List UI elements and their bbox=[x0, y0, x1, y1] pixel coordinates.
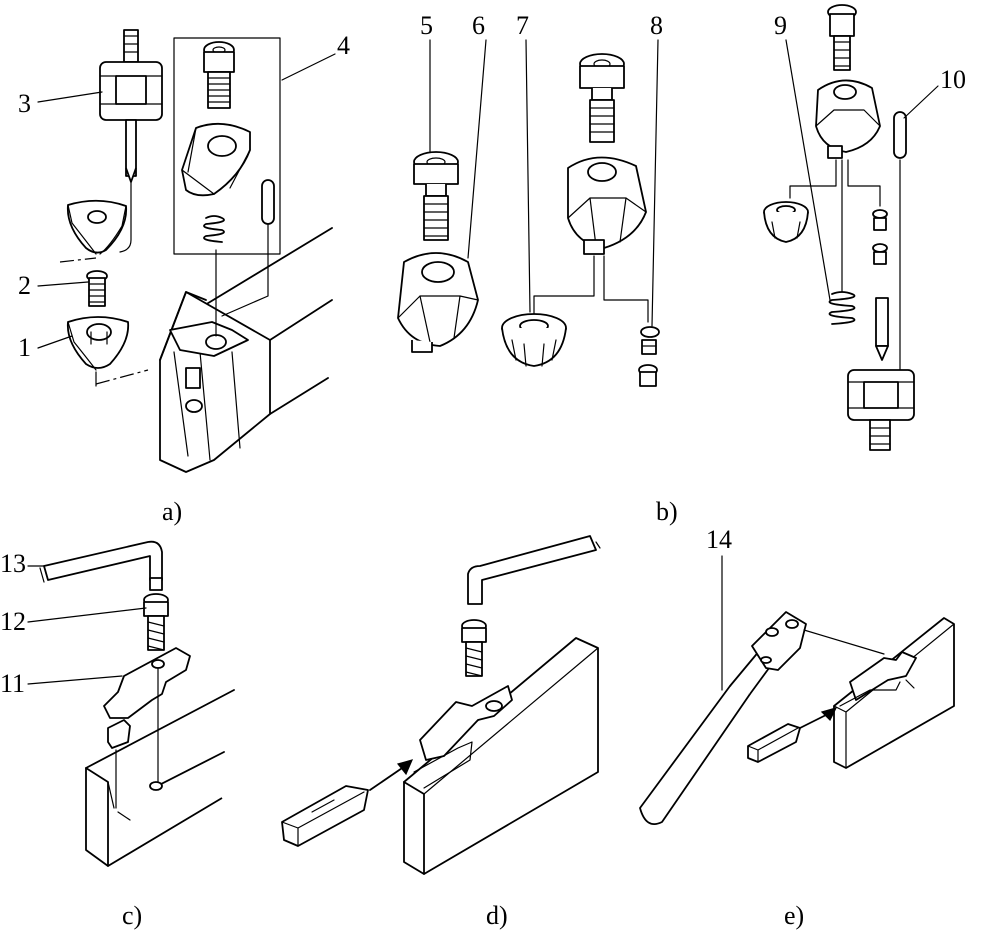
panel-e: 14 e) bbox=[639, 525, 955, 930]
callout-13: 13 bbox=[0, 549, 26, 578]
caption-d: d) bbox=[486, 901, 508, 930]
toolholder-a-drawing bbox=[159, 227, 333, 473]
panel-d: d) bbox=[281, 535, 601, 930]
callout-4: 4 bbox=[337, 31, 350, 60]
panel-a: 1 2 3 4 a) bbox=[18, 29, 350, 526]
screw-5-drawing bbox=[413, 151, 459, 241]
callout-8: 8 bbox=[650, 11, 663, 40]
callout-5: 5 bbox=[420, 11, 433, 40]
callout-12: 12 bbox=[0, 607, 26, 636]
group-4-box bbox=[173, 37, 281, 255]
shim-7-drawing bbox=[501, 313, 567, 367]
clamp-9-drawing bbox=[815, 4, 881, 159]
hex-key-13-drawing bbox=[39, 540, 163, 591]
callout-10: 10 bbox=[940, 65, 966, 94]
callout-9: 9 bbox=[774, 11, 787, 40]
insert-d-drawing bbox=[281, 785, 369, 847]
panel-b: 5 6 7 8 bbox=[397, 4, 966, 526]
callout-6: 6 bbox=[472, 11, 485, 40]
callout-2: 2 bbox=[18, 271, 31, 300]
caption-c: c) bbox=[122, 901, 142, 930]
caption-b: b) bbox=[656, 497, 678, 526]
small-screws-9-drawing bbox=[872, 209, 888, 265]
screw-8-drawing bbox=[638, 326, 660, 387]
shim-1-drawing bbox=[66, 316, 130, 371]
screw-12-drawing bbox=[143, 593, 169, 651]
callout-11: 11 bbox=[0, 669, 25, 698]
insert-upper-drawing bbox=[66, 199, 128, 254]
insert-e-drawing bbox=[747, 723, 801, 763]
caption-a: a) bbox=[162, 497, 182, 526]
holder-e-drawing bbox=[833, 617, 955, 769]
holder-d-drawing bbox=[403, 637, 599, 875]
callout-7: 7 bbox=[516, 11, 529, 40]
callout-14: 14 bbox=[706, 525, 732, 554]
panel-c: 13 12 11 c) bbox=[0, 540, 235, 930]
screw-d-drawing bbox=[461, 619, 487, 677]
shim-9-drawing bbox=[763, 201, 809, 243]
hex-key-d-drawing bbox=[467, 535, 601, 605]
callout-3: 3 bbox=[18, 89, 31, 118]
caption-e: e) bbox=[784, 901, 804, 930]
wrench-10-drawing bbox=[847, 297, 915, 451]
clamp-6-drawing bbox=[397, 252, 479, 353]
tool-14-drawing bbox=[639, 611, 807, 826]
holder-c-drawing bbox=[85, 689, 235, 867]
wrench-3-drawing bbox=[99, 29, 163, 183]
screw-2-drawing bbox=[86, 270, 108, 307]
callout-1: 1 bbox=[18, 333, 31, 362]
clamp-11-drawing bbox=[103, 647, 191, 719]
clamp-7-drawing bbox=[567, 53, 647, 255]
